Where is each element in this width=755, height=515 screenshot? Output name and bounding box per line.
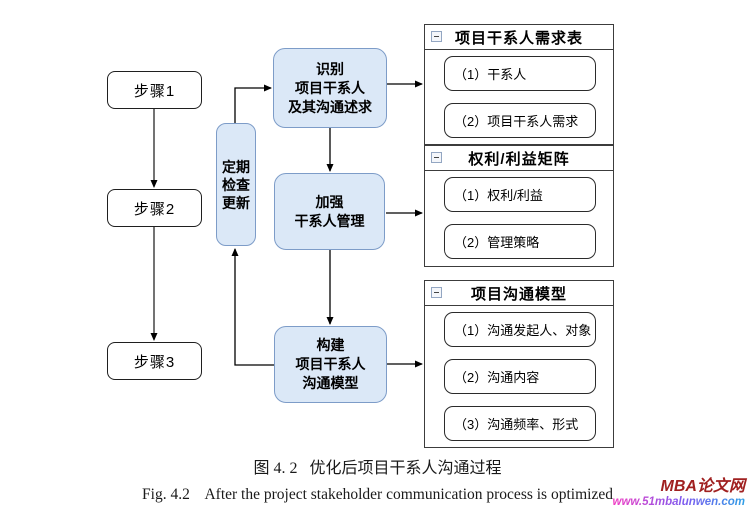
- collapse-icon: [431, 287, 442, 298]
- watermark: MBA论文网 www.51mbalunwen.com: [613, 478, 746, 508]
- node-build-communication-model: 构建 项目干系人 沟通模型: [274, 326, 387, 403]
- list-item: （2）管理策略: [444, 224, 596, 259]
- node-periodic-check-update: 定期 检查 更新: [216, 123, 256, 246]
- group-title: 项目沟通模型: [470, 285, 567, 303]
- list-item: （1）权利/利益: [444, 177, 596, 212]
- group-items: （1）权利/利益 （2）管理策略: [425, 171, 613, 259]
- group-communication-model: 项目沟通模型 （1）沟通发起人、对象 （2）沟通内容 （3）沟通频率、形式: [424, 280, 614, 448]
- group-header: 权利/利益矩阵: [425, 146, 613, 171]
- collapse-icon: [431, 31, 442, 42]
- group-items: （1）干系人 （2）项目干系人需求: [425, 50, 613, 138]
- figure-caption-zh: 图 4. 2 优化后项目干系人沟通过程: [253, 460, 502, 477]
- node-step-2: 步骤2: [107, 189, 202, 227]
- node-strengthen-management: 加强 干系人管理: [274, 173, 385, 250]
- arrow-build-to-loop: [231, 248, 274, 366]
- list-item: （3）沟通频率、形式: [444, 406, 596, 441]
- list-item: （2）沟通内容: [444, 359, 596, 394]
- figure-caption-en: Fig. 4.2 After the project stakeholder c…: [142, 486, 613, 503]
- node-step-3: 步骤3: [107, 342, 202, 380]
- group-title: 项目干系人需求表: [454, 29, 583, 47]
- collapse-icon: [431, 152, 442, 163]
- node-step-1: 步骤1: [107, 71, 202, 109]
- group-power-interest-matrix: 权利/利益矩阵 （1）权利/利益 （2）管理策略: [424, 145, 614, 267]
- arrow-loop-to-identify: [234, 84, 272, 123]
- list-item: （1）干系人: [444, 56, 596, 91]
- group-stakeholder-requirements: 项目干系人需求表 （1）干系人 （2）项目干系人需求: [424, 24, 614, 145]
- group-header: 项目干系人需求表: [425, 25, 613, 50]
- list-item: （2）项目干系人需求: [444, 103, 596, 138]
- list-item: （1）沟通发起人、对象: [444, 312, 596, 347]
- group-items: （1）沟通发起人、对象 （2）沟通内容 （3）沟通频率、形式: [425, 306, 613, 441]
- watermark-brand: MBA论文网: [660, 478, 745, 495]
- group-header: 项目沟通模型: [425, 281, 613, 306]
- node-identify-stakeholders: 识别 项目干系人 及其沟通述求: [273, 48, 387, 128]
- group-title: 权利/利益矩阵: [468, 150, 570, 168]
- watermark-url: www.51mbalunwen.com: [612, 495, 746, 508]
